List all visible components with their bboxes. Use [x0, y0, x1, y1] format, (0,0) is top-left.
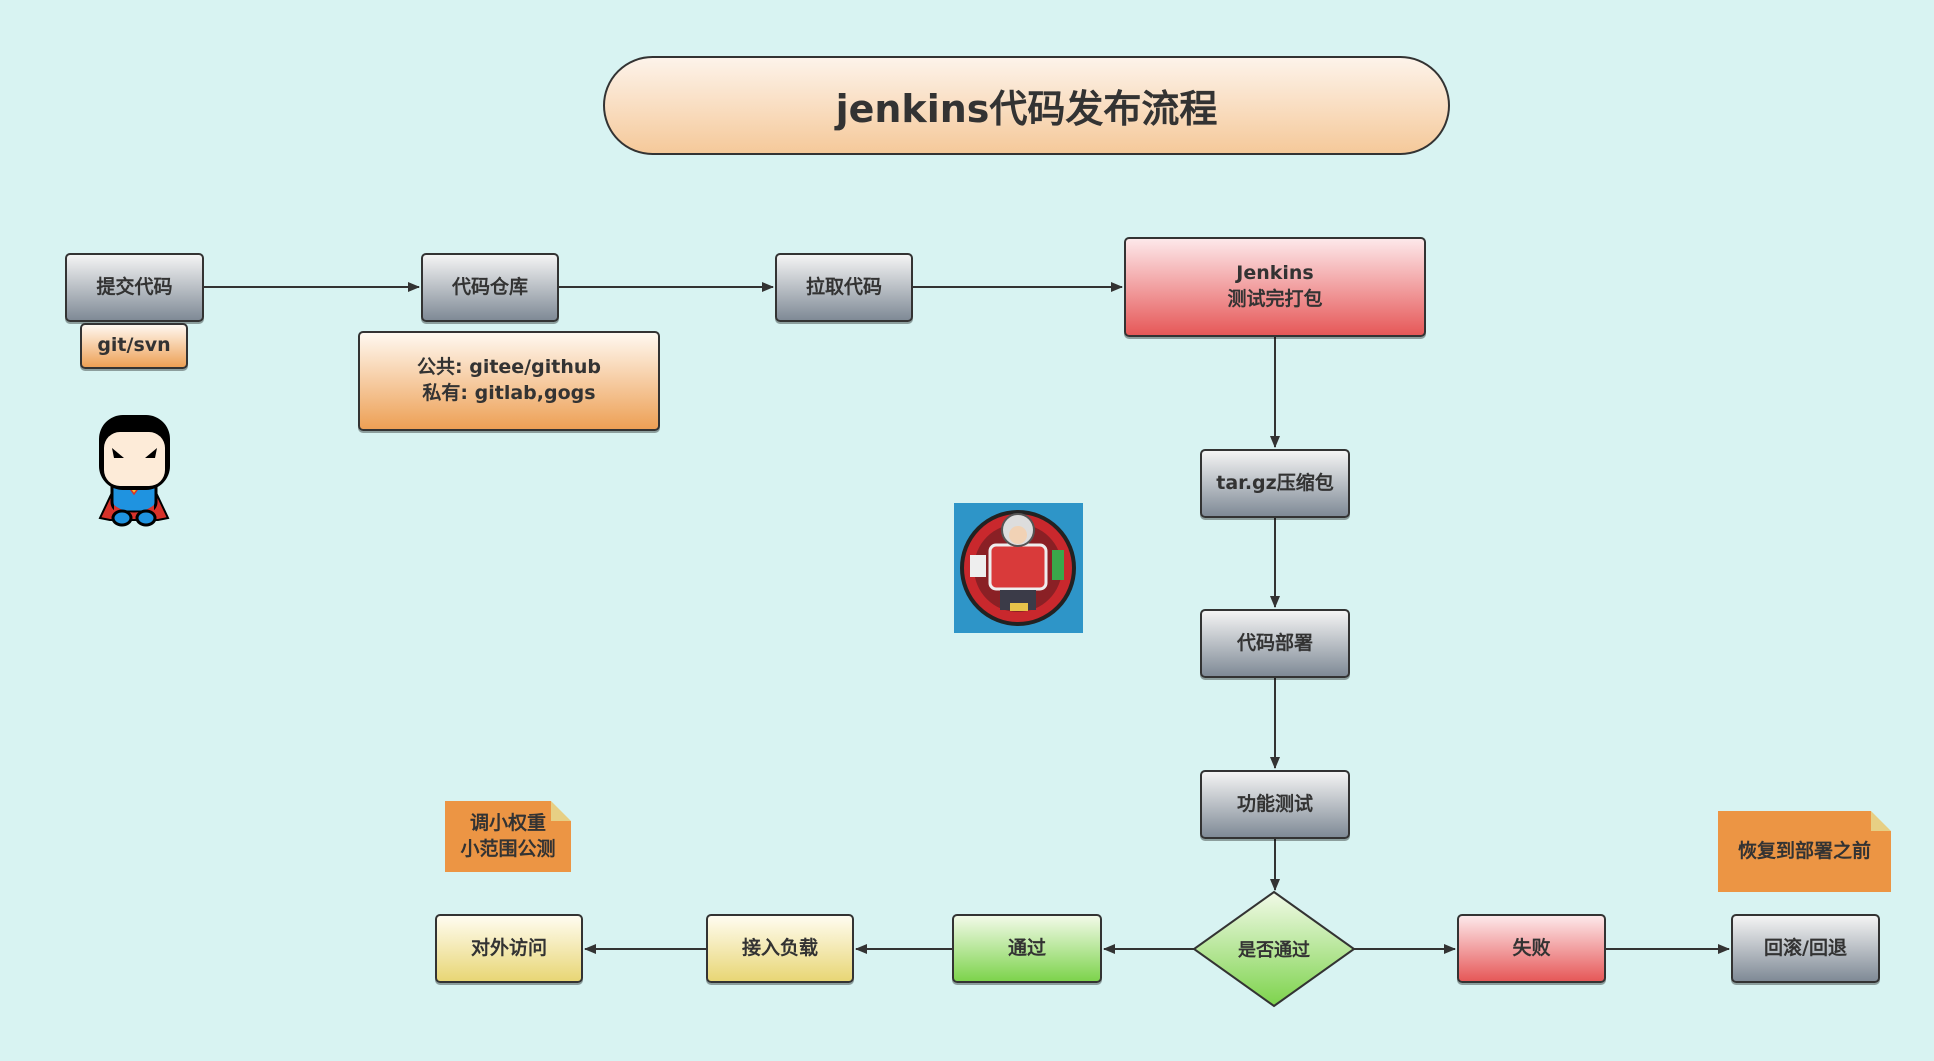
node-deploy: 代码部署 [1200, 609, 1350, 678]
diagram-title: jenkins代码发布流程 [603, 56, 1450, 155]
note-restore-text: 恢复到部署之前 [1737, 839, 1871, 862]
node-commit-code: 提交代码 [65, 253, 204, 322]
note-fold-icon [1871, 811, 1891, 831]
jenkins-logo-icon [954, 503, 1083, 633]
node-pull-code: 拉取代码 [775, 253, 913, 322]
node-repo-detail: 公共: gitee/github 私有: gitlab,gogs [358, 331, 660, 431]
superman-mascot-icon [98, 415, 170, 527]
decision-label: 是否通过 [1238, 940, 1310, 961]
note-restore: 恢复到部署之前 [1718, 811, 1891, 892]
node-public-access: 对外访问 [435, 914, 583, 983]
node-load-balance: 接入负载 [706, 914, 854, 983]
note-fold-icon [551, 801, 571, 821]
decision-diamond [1192, 890, 1356, 1008]
note-canary: 调小权重 小范围公测 [445, 801, 571, 872]
node-fail: 失败 [1457, 914, 1606, 983]
node-code-repo: 代码仓库 [421, 253, 559, 322]
node-jenkins-build: Jenkins 测试完打包 [1124, 237, 1426, 337]
node-pass: 通过 [952, 914, 1102, 983]
node-rollback: 回滚/回退 [1731, 914, 1880, 983]
note-canary-text: 调小权重 小范围公测 [460, 811, 556, 860]
node-package: tar.gz压缩包 [1200, 449, 1350, 518]
node-commit-tool: git/svn [80, 323, 188, 369]
node-function-test: 功能测试 [1200, 770, 1350, 839]
